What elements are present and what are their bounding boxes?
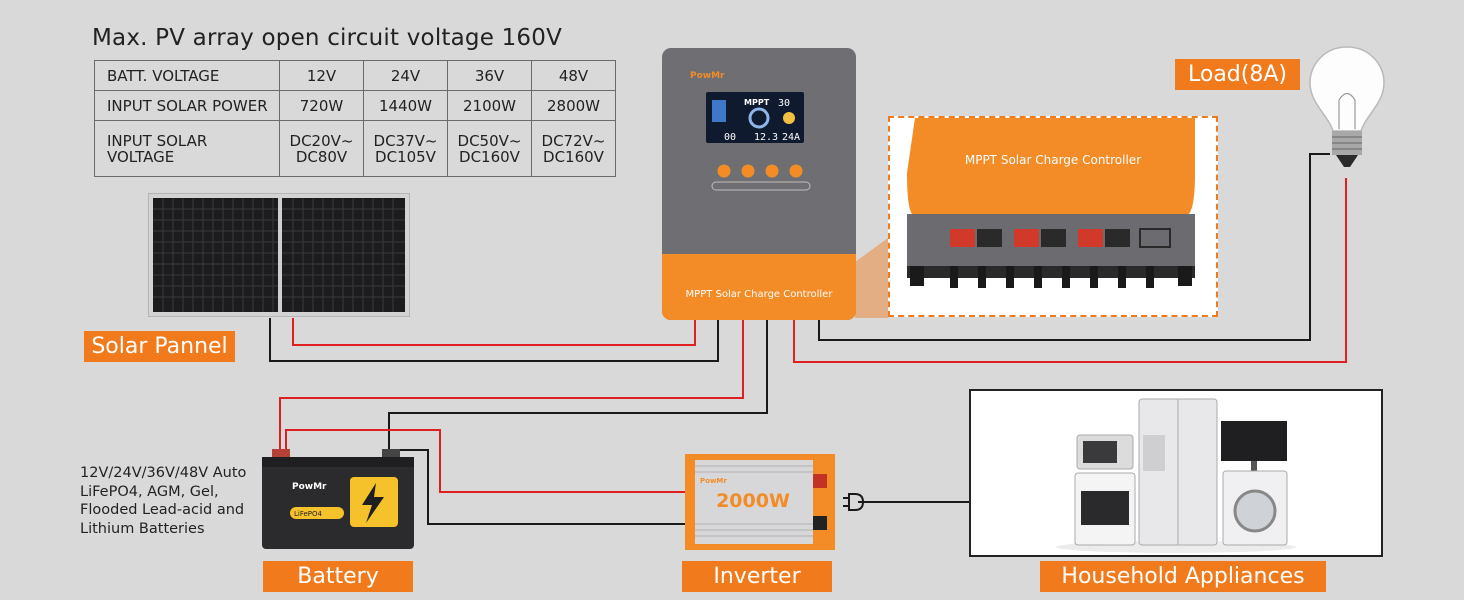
wire-solar-negative [269,318,719,362]
solar-panel-label: Solar Pannel [84,331,235,362]
battery-label: Battery [263,561,413,592]
controller-screen-right: 24A [782,132,800,143]
spec-cell: DC20V~DC80V [279,120,364,177]
controller-front-label: MPPT Solar Charge Controller [686,289,834,300]
spec-cell: 24V [363,60,448,91]
inverter-image: 2000W PowMr [685,454,835,550]
wire-load-positive [793,178,1347,363]
controller-zoom-inset: MPPT Solar Charge Controller [888,116,1218,317]
appliances-box [969,389,1383,557]
charge-controller-image: MPPT 30 00 12.3 24A PowMr MPPT Solar Cha… [662,48,856,320]
battery-note-line: Lithium Batteries [80,520,205,537]
wire-battery-positive [279,318,744,451]
spec-cell: 36V [447,60,532,91]
battery-brand: PowMr [292,482,327,492]
controller-bottom-image: MPPT Solar Charge Controller [907,118,1195,288]
appliances-label: Household Appliances [1040,561,1326,592]
wire-solar-positive [292,318,696,346]
controller-screen-mid: 12.3 [754,132,778,143]
spec-cell: DC72V~DC160V [531,120,616,177]
controller-screen-left: 00 [724,132,736,143]
battery-image: PowMr LiFePO4 [262,449,414,549]
spec-row-label: BATT. VOLTAGE [94,60,280,91]
solar-panel-image [148,193,410,317]
inverter-brand: PowMr [700,477,727,485]
spec-cell: 720W [279,90,364,121]
controller-brand: PowMr [690,71,725,81]
appliances-image [1056,398,1296,553]
controller-screen-top: 30 [778,98,790,109]
battery-note-line: Flooded Lead-acid and [80,502,245,518]
battery-note-line: LiFePO4, AGM, Gel, [80,483,219,500]
spec-cell: DC37V~DC105V [363,120,448,177]
spec-row-label: INPUT SOLAR POWER [94,90,280,121]
wire-battery-negative [388,318,768,451]
wire-inverter-negative [397,449,688,525]
spec-cell: 1440W [363,90,448,121]
inverter-label: Inverter [682,561,832,592]
spec-cell: 12V [279,60,364,91]
page-title: Max. PV array open circuit voltage 160V [92,25,563,51]
battery-badge: LiFePO4 [294,510,323,518]
spec-cell: 2800W [531,90,616,121]
wire-inverter-positive [285,429,688,493]
wire-load-negative [818,153,1330,341]
load-label: Load(8A) [1175,59,1300,90]
zoom-cone [855,238,888,318]
spec-cell: DC50V~DC160V [447,120,532,177]
inverter-power: 2000W [716,490,790,512]
plug-icon [843,493,865,511]
spec-cell: 2100W [447,90,532,121]
battery-note-line: 12V/24V/36V/48V Auto [80,465,247,481]
zoom-label: MPPT Solar Charge Controller [965,153,1141,167]
controller-screen-mode: MPPT [744,98,770,107]
light-bulb-image [1309,46,1385,167]
spec-cell: 48V [531,60,616,91]
